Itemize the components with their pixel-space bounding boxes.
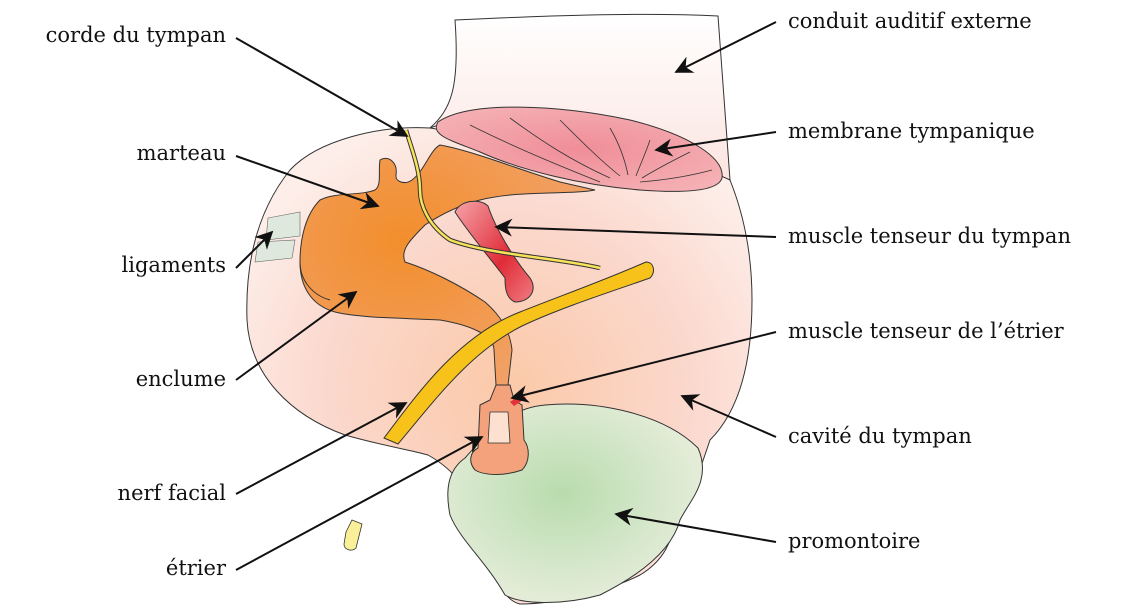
label-conduit-auditif-externe: conduit auditif externe	[788, 9, 1032, 33]
label-membrane-tympanique: membrane tympanique	[788, 119, 1035, 143]
label-cavite-du-tympan: cavité du tympan	[788, 424, 972, 448]
label-enclume: enclume	[136, 367, 226, 391]
label-nerf-facial: nerf facial	[118, 481, 227, 505]
label-marteau: marteau	[137, 141, 226, 165]
label-muscle-tenseur-du-tympan: muscle tenseur du tympan	[788, 224, 1071, 248]
arrow-etrier	[236, 437, 482, 570]
label-muscle-tenseur-de-l-etrier: muscle tenseur de l’étrier	[788, 319, 1065, 343]
label-etrier: étrier	[166, 556, 227, 580]
label-promontoire: promontoire	[788, 529, 920, 553]
arrow-corde-du-tympan	[236, 38, 407, 136]
small-cylinder	[344, 520, 362, 550]
stapes-arch	[488, 412, 510, 443]
label-ligaments: ligaments	[122, 253, 226, 277]
label-corde-du-tympan: corde du tympan	[46, 23, 226, 47]
